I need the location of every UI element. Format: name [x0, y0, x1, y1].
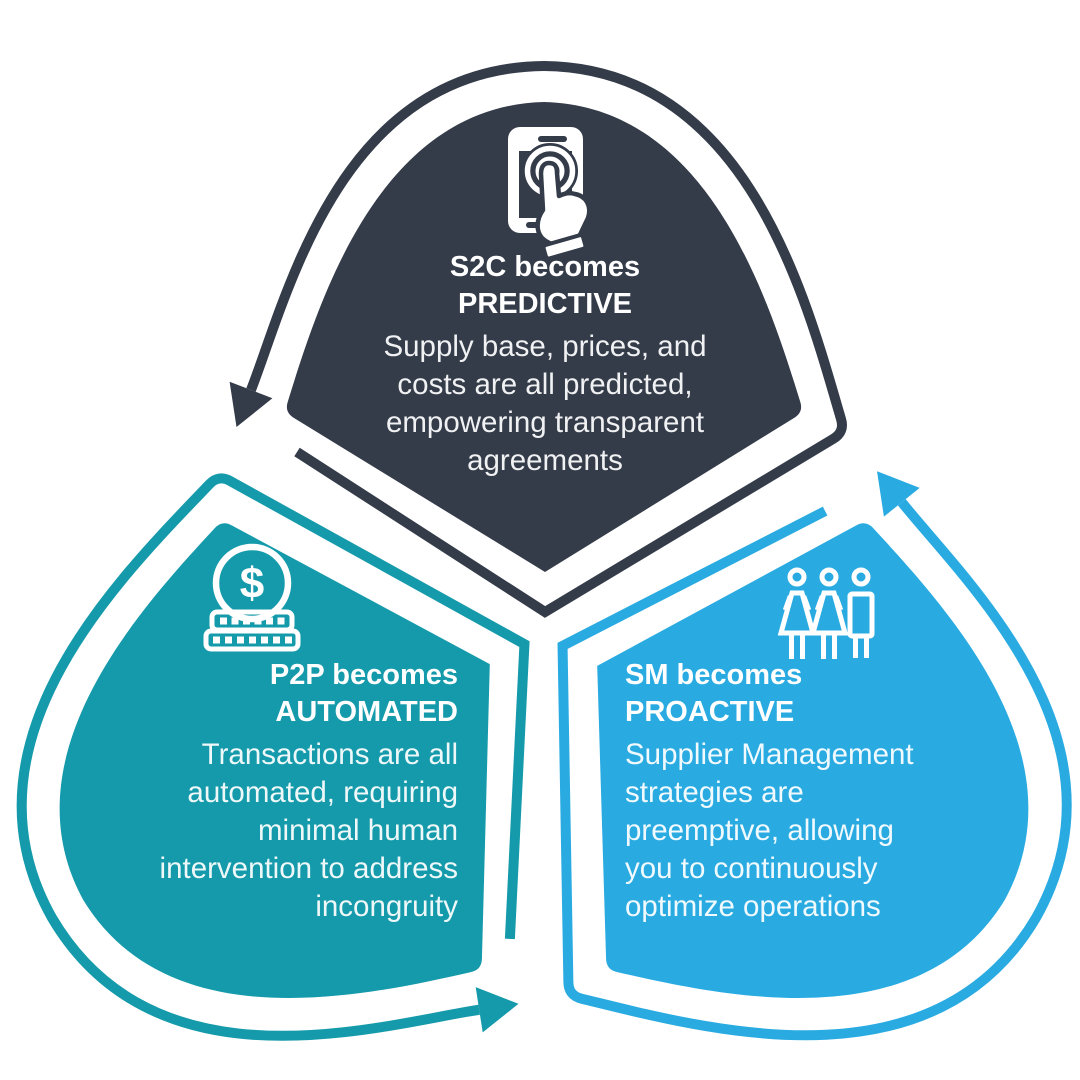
section-description-sm: Supplier Management strategies are preem… [625, 738, 914, 923]
section-description-s2c: Supply base, prices, and costs are all p… [383, 330, 707, 477]
section-text-s2c: S2C becomes PREDICTIVE Supply base, pric… [315, 249, 775, 480]
section-description-p2p: Transactions are all automated, requirin… [159, 738, 458, 923]
section-title-sm: SM becomes PROACTIVE [625, 659, 803, 728]
coin-row-2-notches [213, 636, 292, 644]
section-text-sm: SM becomes PROACTIVE Supplier Management… [625, 657, 995, 926]
tap-hand-icon [535, 160, 592, 248]
people-icon [777, 567, 875, 659]
section-text-p2p: P2P becomes AUTOMATED Transactions are a… [98, 657, 458, 926]
coin-row-1-notches [220, 617, 285, 625]
phone-touch-icon [508, 127, 592, 261]
money-coins-icon: $ [203, 543, 301, 652]
section-title-s2c: S2C becomes PREDICTIVE [449, 251, 641, 320]
dollar-sign: $ [240, 559, 264, 608]
section-title-p2p: P2P becomes AUTOMATED [269, 659, 458, 728]
